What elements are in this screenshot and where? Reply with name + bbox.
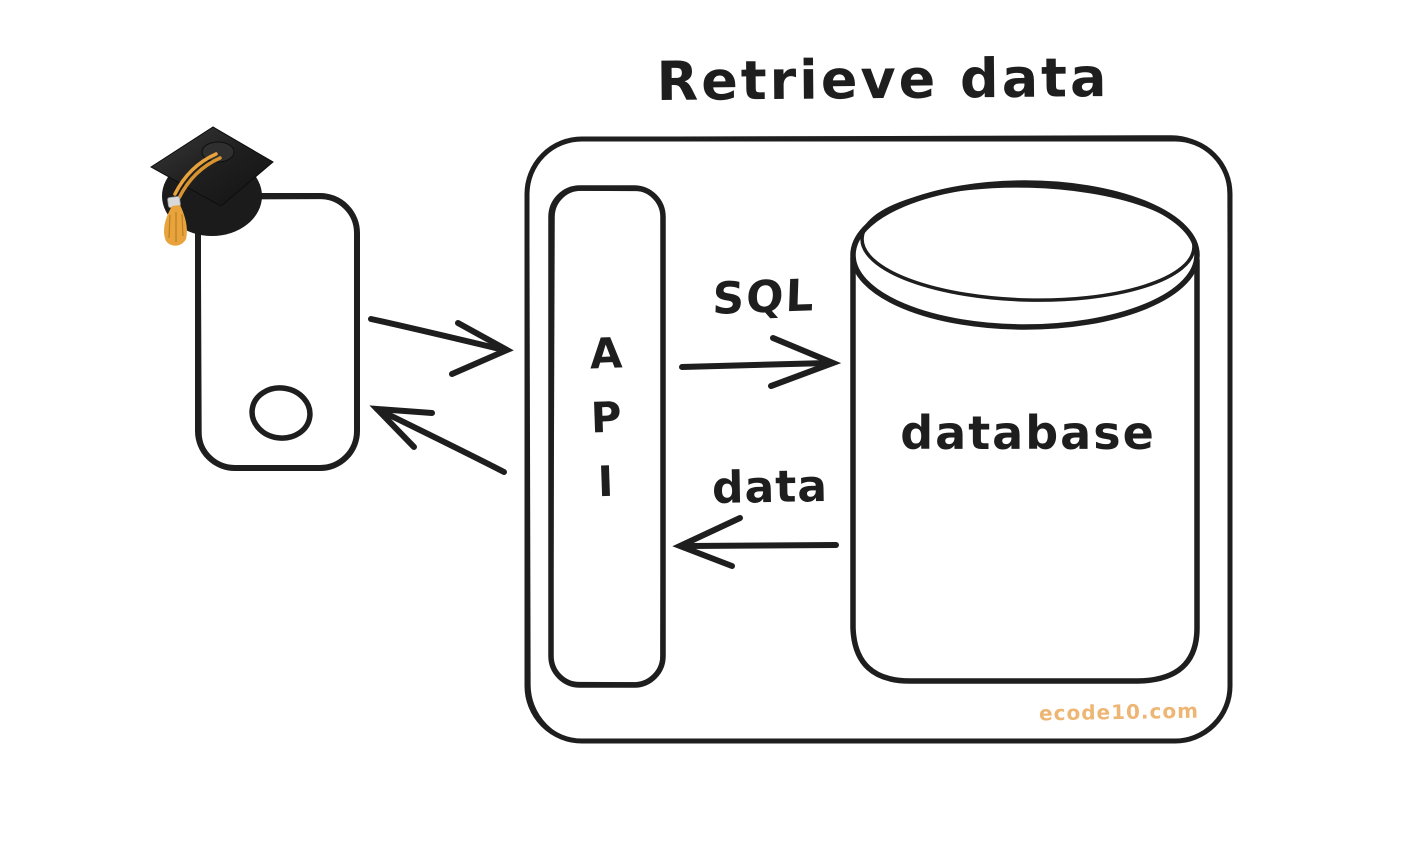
data-flow-label: data xyxy=(711,460,829,515)
watermark: ecode10.com xyxy=(1038,698,1200,726)
arrow-client-to-api xyxy=(368,316,514,377)
api-letter-a: A xyxy=(588,328,624,379)
sql-flow-label: SQL xyxy=(711,270,817,325)
database-label: database xyxy=(900,406,1156,460)
api-box xyxy=(548,185,666,688)
arrow-data xyxy=(672,515,839,569)
api-letter-p: P xyxy=(589,392,623,443)
graduation-cap-icon xyxy=(150,126,274,246)
diagram-title: Retrieve data xyxy=(656,46,1110,113)
phone xyxy=(195,193,360,471)
database-cylinder xyxy=(850,180,1200,684)
arrow-api-to-client xyxy=(369,405,507,475)
api-letter-i: I xyxy=(597,456,615,507)
arrow-sql xyxy=(679,335,842,389)
home-button-icon xyxy=(249,385,313,441)
api-label: A P I xyxy=(588,322,624,514)
backend-box xyxy=(524,135,1233,744)
